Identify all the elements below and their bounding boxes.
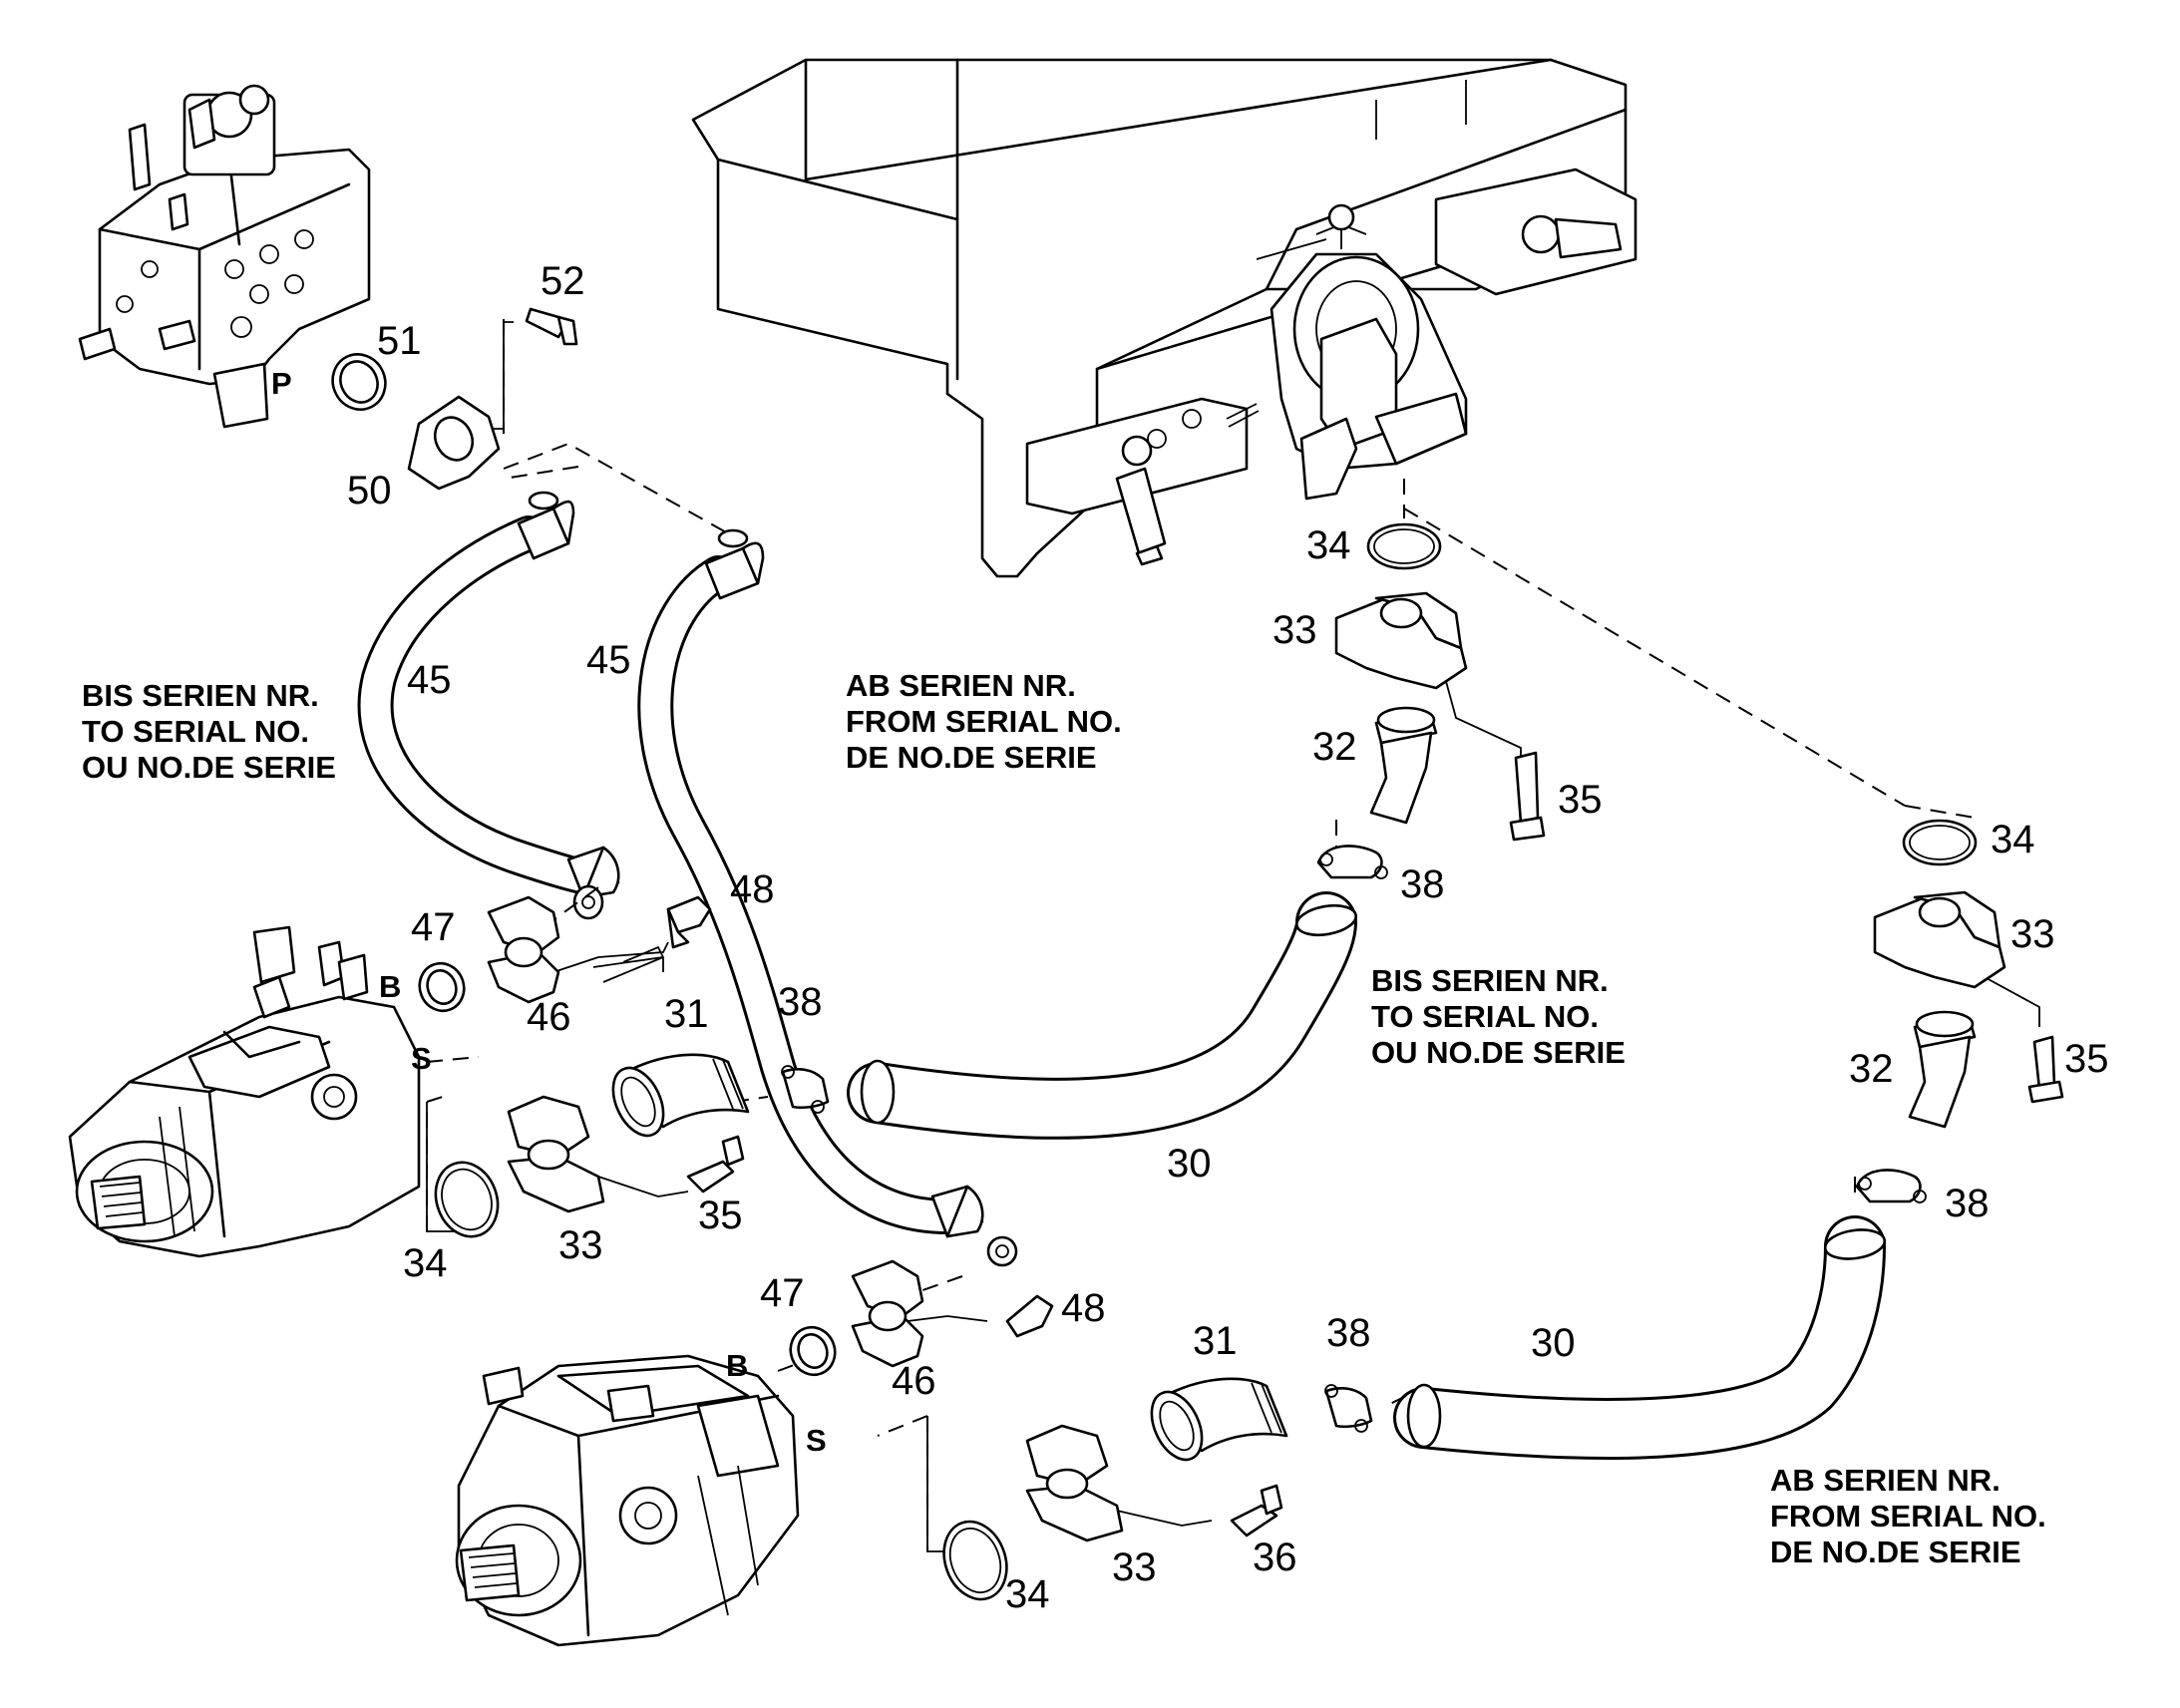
callout-45-mid: 45 xyxy=(586,638,631,682)
flange-kit-50-51-52 xyxy=(331,307,578,491)
callout-34-right: 34 xyxy=(1991,818,2035,861)
callout-32-right: 32 xyxy=(1849,1047,1894,1091)
suction-pipe-lower xyxy=(1393,1215,1887,1460)
suction-pipe-upper xyxy=(847,891,1357,1140)
callout-47-upper: 47 xyxy=(411,905,456,949)
callout-52: 52 xyxy=(541,259,585,303)
callout-46-upper: 46 xyxy=(527,995,571,1039)
callout-46-lower: 46 xyxy=(892,1359,936,1403)
callout-33-top: 33 xyxy=(1272,608,1317,652)
note-bottom-ab: AB SERIEN NR. FROM SERIAL NO. DE NO.DE S… xyxy=(1770,1463,2046,1569)
note-line: OU NO.DE SERIE xyxy=(82,750,336,785)
note-line: AB SERIEN NR. xyxy=(1770,1463,2000,1498)
callout-48-lower: 48 xyxy=(1061,1286,1106,1330)
callout-35-right: 35 xyxy=(2064,1037,2109,1081)
fitting-set-upper xyxy=(418,895,830,1238)
callout-34-top: 34 xyxy=(1306,523,1351,567)
callout-38-lower: 38 xyxy=(1326,1311,1371,1355)
callout-35-mid: 35 xyxy=(698,1194,743,1237)
leader-lines xyxy=(426,319,2040,1552)
callout-33-right: 33 xyxy=(2010,912,2055,956)
note-line: TO SERIAL NO. xyxy=(1371,999,1599,1034)
callout-33-lower: 33 xyxy=(1112,1545,1157,1589)
callout-32-top: 32 xyxy=(1312,725,1357,769)
callout-31-upper: 31 xyxy=(664,992,709,1036)
hydraulic-tank-icon xyxy=(691,58,1637,578)
note-right-bis: BIS SERIEN NR. TO SERIAL NO. OU NO.DE SE… xyxy=(1371,963,1626,1070)
note-line: OU NO.DE SERIE xyxy=(1371,1035,1626,1070)
callout-50: 50 xyxy=(347,469,392,512)
suction-fitting-stack-top xyxy=(1316,522,1546,879)
note-line: FROM SERIAL NO. xyxy=(1770,1499,2046,1534)
callout-35-top: 35 xyxy=(1558,778,1603,822)
port-label-b-lower: B xyxy=(726,1348,748,1383)
hose-45-left xyxy=(357,491,620,920)
port-label-s-upper: S xyxy=(411,1041,432,1076)
note-line: BIS SERIEN NR. xyxy=(1371,963,1609,998)
note-mid-ab: AB SERIEN NR. FROM SERIAL NO. DE NO.DE S… xyxy=(846,668,1122,775)
axial-pump-icon xyxy=(455,1354,800,1647)
port-label-b-upper: B xyxy=(379,969,401,1004)
callout-30-lower: 30 xyxy=(1531,1321,1576,1365)
callout-33-mid: 33 xyxy=(558,1223,603,1267)
callout-36-lower: 36 xyxy=(1253,1536,1297,1579)
port-label-s-lower: S xyxy=(806,1423,827,1458)
hose-45-mid xyxy=(637,528,1018,1267)
callout-38-upper: 38 xyxy=(778,980,823,1024)
note-line: FROM SERIAL NO. xyxy=(846,704,1122,739)
callout-31-lower: 31 xyxy=(1193,1319,1238,1363)
callout-48-upper: 48 xyxy=(730,867,775,911)
note-line: DE NO.DE SERIE xyxy=(1770,1535,2021,1569)
valve-block-icon xyxy=(78,84,371,429)
callout-51: 51 xyxy=(377,319,422,363)
note-line: AB SERIEN NR. xyxy=(846,668,1076,703)
note-left-bis: BIS SERIEN NR. TO SERIAL NO. OU NO.DE SE… xyxy=(82,678,336,785)
suction-fitting-stack-right xyxy=(1855,819,2064,1203)
note-line: BIS SERIEN NR. xyxy=(82,678,319,713)
fitting-set-lower xyxy=(789,1259,1373,1601)
callout-34-lower: 34 xyxy=(1005,1572,1050,1616)
port-label-p: P xyxy=(271,366,292,401)
callout-30-upper: 30 xyxy=(1167,1142,1212,1186)
callout-47-lower: 47 xyxy=(760,1271,805,1315)
callout-38-right: 38 xyxy=(1945,1182,1990,1225)
callout-34-mid: 34 xyxy=(403,1241,448,1285)
callout-38-top: 38 xyxy=(1400,862,1445,906)
note-line: DE NO.DE SERIE xyxy=(846,740,1097,775)
note-line: TO SERIAL NO. xyxy=(82,714,309,749)
callout-45-left: 45 xyxy=(407,658,452,702)
axial-pump-icon xyxy=(68,925,421,1258)
